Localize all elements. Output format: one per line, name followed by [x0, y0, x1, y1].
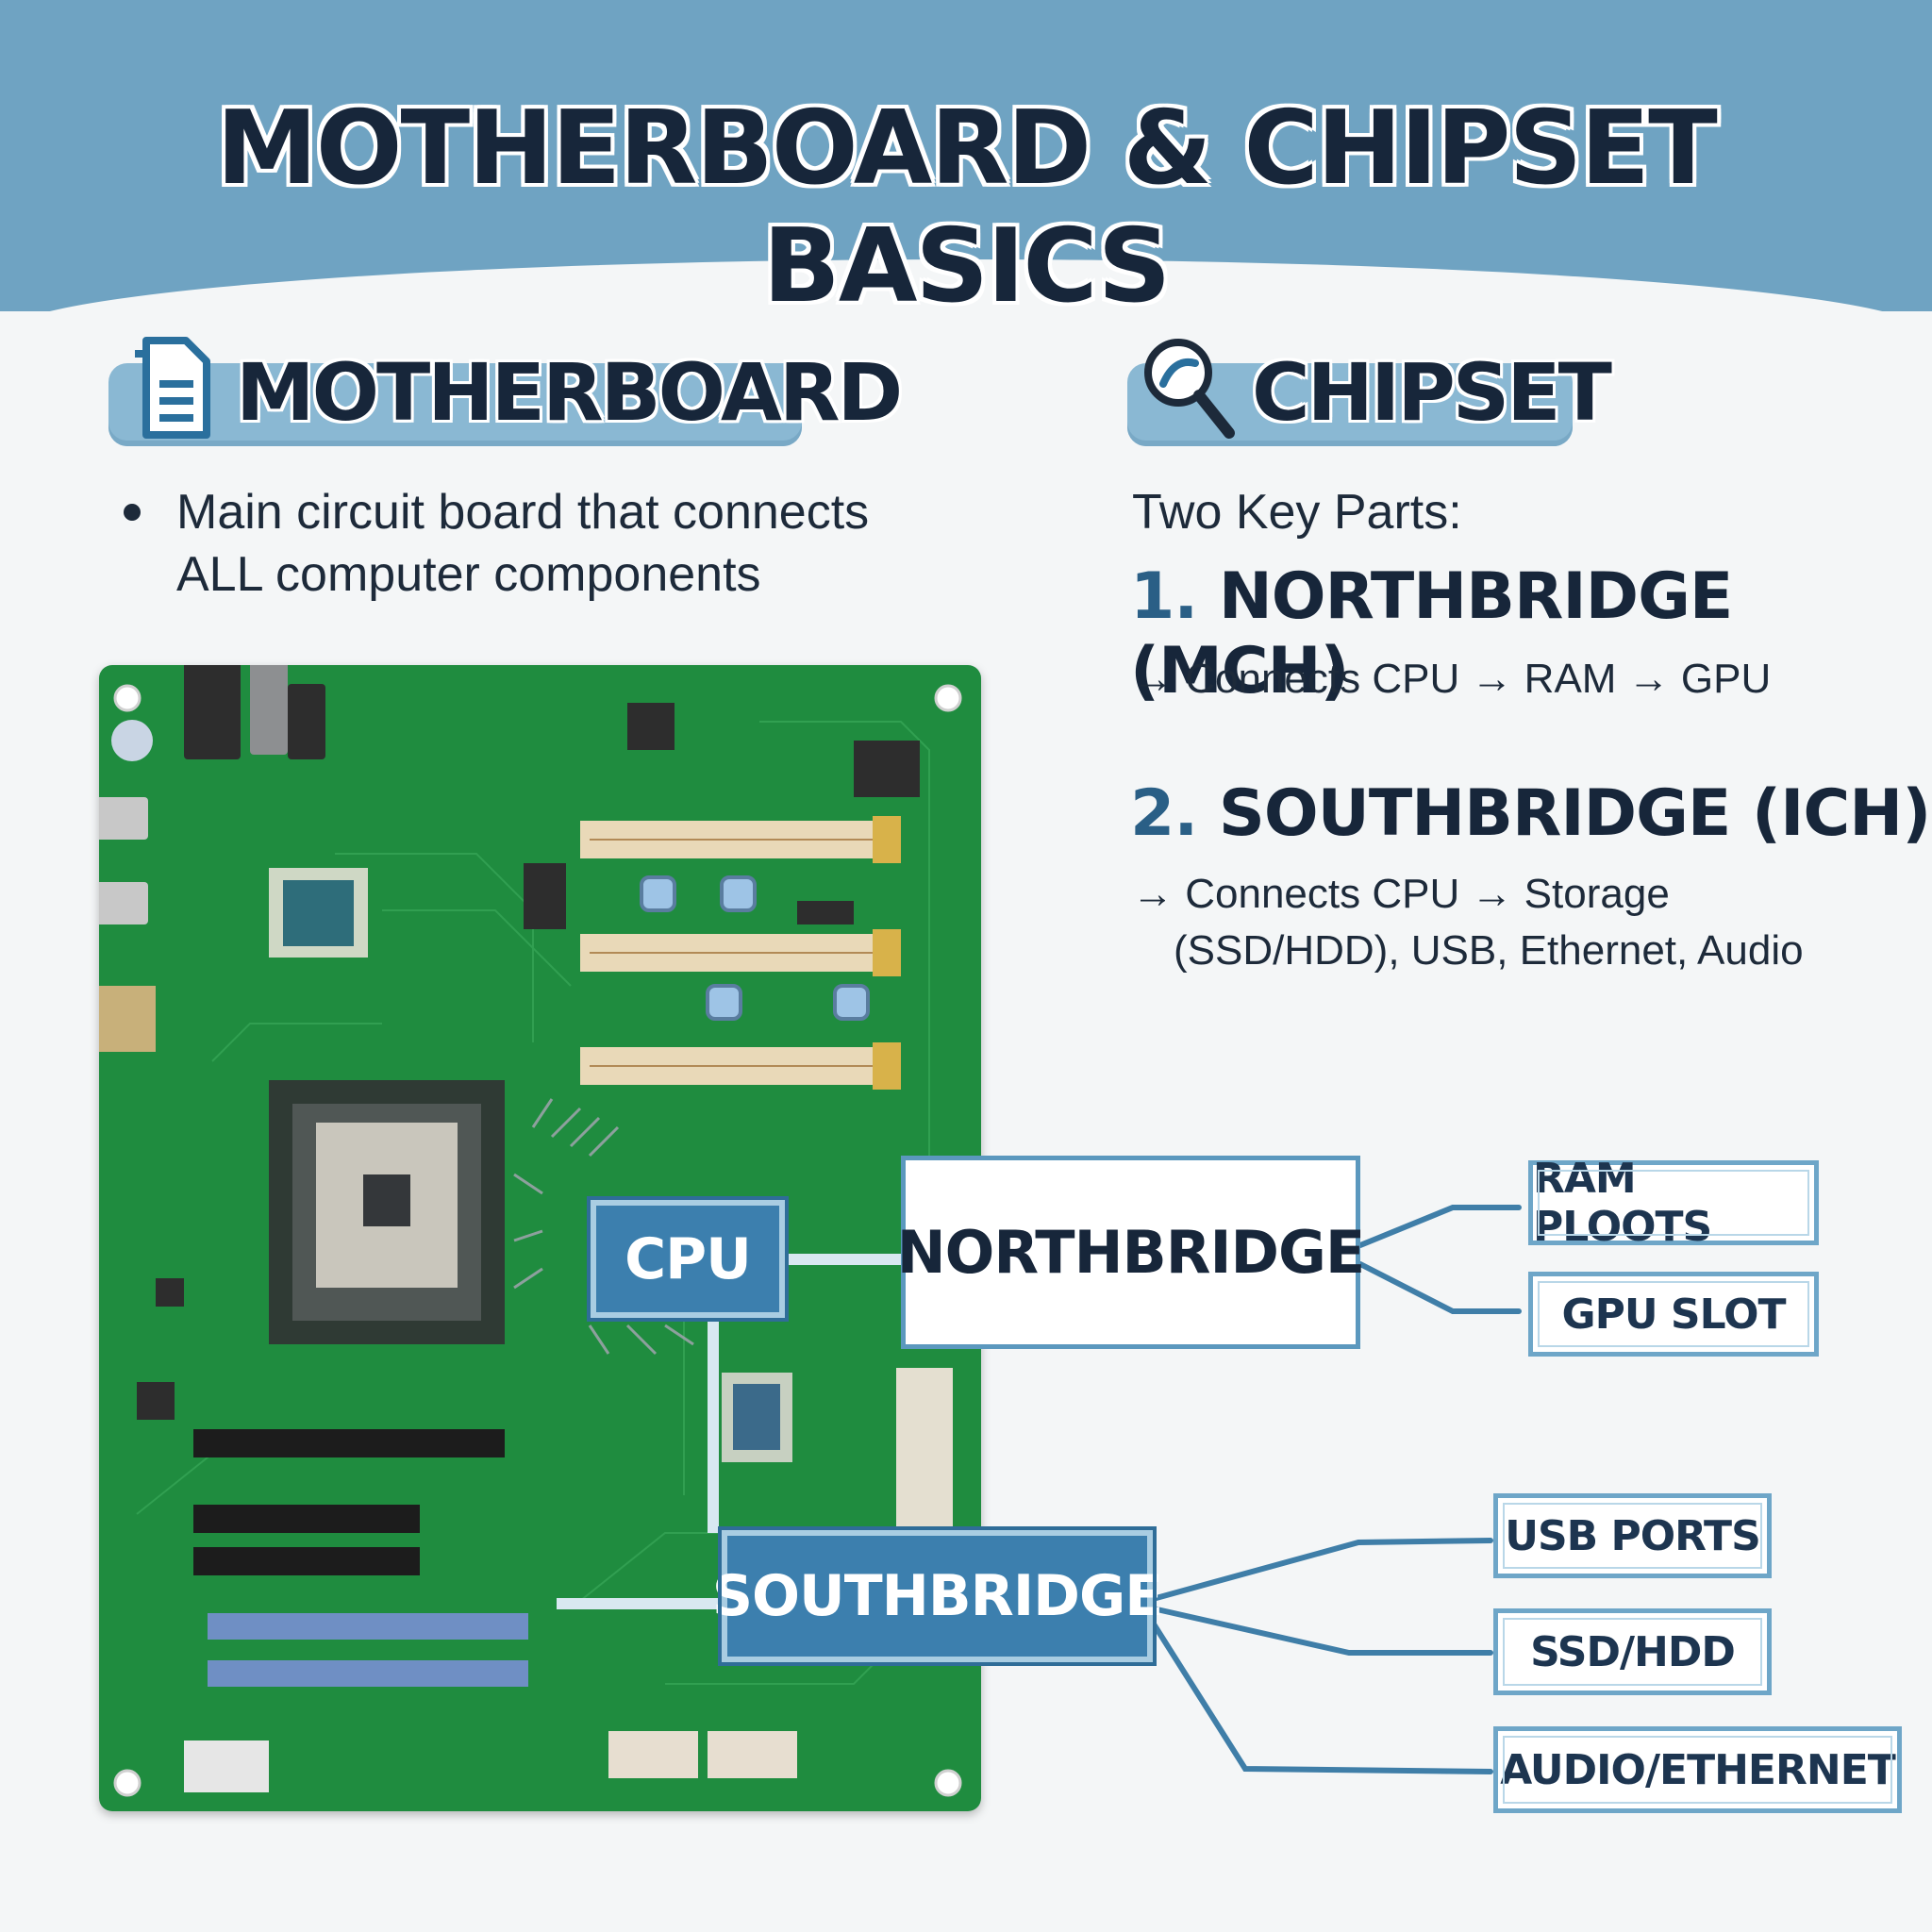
motherboard-heading-tag: MOTHERBOARD [108, 337, 903, 446]
northbridge-part-description: → Connects CPU → RAM → GPU [1132, 651, 1771, 708]
part-desc-line: (SSD/HDD), USB, Ethernet, Audio [1174, 927, 1804, 974]
part-desc-line: → Connects CPU → Storage [1132, 871, 1670, 917]
bullet-icon [124, 504, 141, 521]
header-curve [0, 259, 1932, 373]
cpu-node: CPU [587, 1196, 789, 1322]
document-icon [135, 337, 210, 439]
page-title: MOTHERBOARD & CHIPSET BASICS [216, 90, 1718, 325]
motherboard-illustration [82, 646, 962, 1797]
ssd-hdd-box: SSD/HDD [1493, 1608, 1772, 1695]
audio-ethernet-box: AUDIO/ETHERNET [1493, 1726, 1902, 1813]
southbridge-node: SOUTHBRIDGE [712, 1526, 1163, 1666]
magnifier-icon [1144, 339, 1235, 439]
northbridge-part-title: 1. NORTHBRIDGE (MCH) [1130, 559, 1932, 708]
southbridge-part-description: → Connects CPU → Storage (SSD/HDD), USB,… [1132, 866, 1804, 979]
usb-ports-box: USB PORTS [1493, 1493, 1772, 1578]
part-name: NORTHBRIDGE (MCH) [1130, 559, 1733, 708]
northbridge-node: NORTHBRIDGE [897, 1156, 1365, 1349]
chipset-heading: CHIPSET [1252, 346, 1612, 439]
part-name: SOUTHBRIDGE (ICH) [1218, 776, 1931, 851]
ram-slots-box: RAM PLOOTS [1528, 1155, 1819, 1251]
part-number: 2. [1130, 776, 1198, 851]
gpu-slot-box: GPU SLOT [1528, 1272, 1819, 1357]
bullet-line-1: Main circuit board that connects [176, 485, 870, 540]
bullet-line-2: ALL computer components [176, 547, 761, 602]
chipset-heading-tag: CHIPSET [1127, 339, 1612, 446]
part-desc-line: → Connects CPU → RAM → GPU [1132, 656, 1772, 702]
part-number: 1. [1130, 559, 1198, 634]
motherboard-heading: MOTHERBOARD [236, 346, 903, 439]
chipset-subtitle: Two Key Parts: [1132, 485, 1462, 540]
southbridge-part-title: 2. SOUTHBRIDGE (ICH) [1130, 776, 1931, 851]
